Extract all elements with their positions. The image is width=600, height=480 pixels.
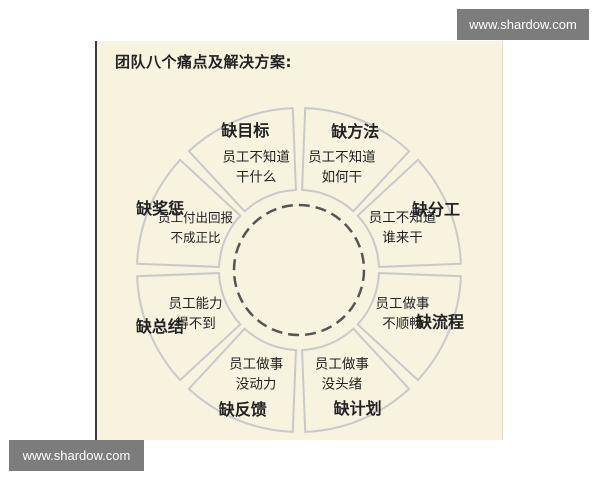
wheel-segment	[301, 107, 411, 213]
segment-description: 不顺畅	[382, 316, 423, 332]
diagram-title: 团队八个痛点及解决方案:	[115, 53, 292, 71]
segment-description: 得不到	[175, 315, 216, 332]
watermark-top: www.shardow.com	[457, 9, 589, 40]
segment-description: 员工做事	[315, 357, 369, 373]
wheel-segment	[356, 272, 462, 382]
segment-description: 员工付出回报	[158, 210, 234, 225]
segment-label: 缺奖惩	[136, 199, 184, 218]
wheel-segment	[136, 158, 242, 268]
diagram-card: 团队八个痛点及解决方案: 员工不知道干什么缺目标员工不知道如何干缺方法员工不知道…	[95, 41, 503, 440]
segment-description: 员工不知道	[308, 149, 376, 166]
segment-label: 缺反馈	[219, 400, 267, 419]
segment-description: 员工能力	[169, 296, 223, 312]
segment-label: 缺流程	[416, 312, 464, 331]
segment-description: 谁来干	[382, 230, 423, 246]
segment-description: 员工做事	[229, 357, 283, 373]
inner-dashed-ring	[232, 203, 366, 337]
wheel-segment	[356, 158, 462, 268]
watermark-bottom: www.shardow.com	[9, 440, 144, 471]
pain-point-wheel: 员工不知道干什么缺目标员工不知道如何干缺方法员工不知道谁来干缺分工员工做事不顺畅…	[136, 107, 464, 433]
segment-description: 没头绪	[322, 377, 363, 393]
segment-label: 缺方法	[331, 122, 379, 141]
segment-label: 缺分工	[412, 200, 460, 219]
segment-description: 员工不知道	[222, 149, 290, 166]
segment-label: 缺目标	[221, 121, 269, 140]
wheel-segment	[136, 272, 242, 382]
wheel-segment	[301, 327, 411, 433]
segment-description: 干什么	[236, 170, 277, 186]
wheel-segment	[187, 107, 297, 213]
segment-description: 不成正比	[170, 230, 220, 245]
segment-description: 员工做事	[376, 296, 430, 312]
segment-description: 如何干	[322, 170, 363, 186]
segment-label: 缺总结	[136, 317, 184, 336]
wheel-segment	[187, 327, 297, 433]
segment-description: 员工不知道	[369, 209, 437, 226]
segment-description: 没动力	[236, 377, 277, 393]
segment-label: 缺计划	[334, 399, 382, 418]
